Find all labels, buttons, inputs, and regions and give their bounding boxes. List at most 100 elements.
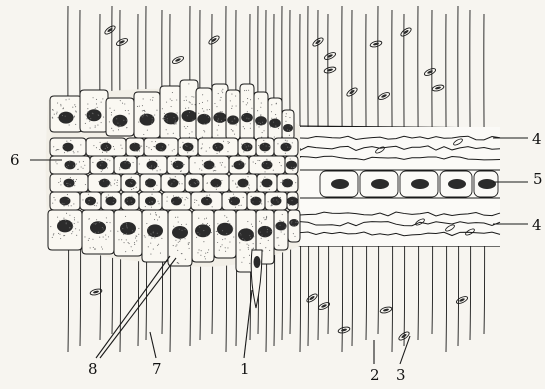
stipple-dot — [206, 224, 207, 225]
stipple-dot — [93, 247, 94, 248]
middle-layer-cell — [126, 138, 144, 156]
stipple-dot — [203, 111, 204, 112]
stipple-dot — [252, 226, 253, 227]
label-1: 1 — [240, 362, 250, 377]
stipple-dot — [60, 184, 61, 185]
stipple-dot — [195, 104, 196, 105]
stipple-dot — [210, 182, 211, 183]
stipple-dot — [246, 104, 247, 105]
stipple-dot — [203, 130, 204, 131]
stipple-dot — [97, 125, 98, 126]
stipple-dot — [249, 188, 250, 189]
stipple-dot — [240, 160, 241, 161]
stipple-dot — [247, 98, 248, 99]
stipple-dot — [248, 187, 249, 188]
stipple-dot — [284, 186, 285, 187]
stipple-dot — [267, 229, 268, 230]
stipple-dot — [278, 237, 279, 238]
stipple-dot — [73, 203, 74, 204]
stipple-dot — [112, 196, 113, 197]
stipple-dot — [240, 233, 241, 234]
stipple-dot — [223, 141, 224, 142]
stipple-dot — [217, 135, 218, 136]
basal-cell — [274, 210, 288, 250]
stipple-dot — [96, 223, 97, 224]
stipple-dot — [171, 183, 172, 184]
stipple-dot — [171, 161, 172, 162]
stipple-dot — [52, 203, 53, 204]
cell-nucleus — [130, 143, 141, 152]
cell-nucleus — [275, 222, 286, 231]
stipple-dot — [163, 150, 164, 151]
stipple-dot — [270, 163, 271, 164]
stipple-dot — [283, 143, 284, 144]
stipple-dot — [88, 194, 89, 195]
basal-cell — [288, 210, 300, 242]
stipple-dot — [131, 246, 132, 247]
stipple-dot — [229, 241, 230, 242]
stipple-dot — [157, 219, 158, 220]
stipple-dot — [126, 161, 127, 162]
stipple-dot — [154, 237, 155, 238]
stipple-dot — [249, 235, 250, 236]
basal-cell — [142, 210, 168, 262]
stipple-dot — [243, 126, 244, 127]
stipple-dot — [87, 111, 88, 112]
stipple-dot — [107, 167, 108, 168]
stipple-dot — [218, 125, 219, 126]
stipple-dot — [158, 166, 159, 167]
stipple-dot — [118, 129, 119, 130]
stipple-dot — [151, 207, 152, 208]
stipple-dot — [220, 122, 221, 123]
stipple-dot — [85, 184, 86, 185]
stipple-dot — [146, 223, 147, 224]
stipple-dot — [155, 212, 156, 213]
stipple-dot — [263, 217, 264, 218]
stipple-dot — [143, 110, 144, 111]
apical-cell — [254, 92, 268, 140]
stipple-dot — [77, 222, 78, 223]
stipple-dot — [156, 185, 157, 186]
stipple-dot — [265, 247, 266, 248]
stipple-dot — [138, 234, 139, 235]
stipple-dot — [75, 106, 76, 107]
stipple-dot — [204, 218, 205, 219]
stipple-dot — [79, 229, 80, 230]
stipple-dot — [111, 128, 112, 129]
stipple-dot — [84, 165, 85, 166]
stipple-dot — [126, 120, 127, 121]
middle-layer-cell — [274, 138, 298, 156]
stipple-dot — [102, 152, 103, 153]
stipple-dot — [245, 163, 246, 164]
stipple-dot — [166, 129, 167, 130]
stipple-dot — [226, 233, 227, 234]
stipple-dot — [266, 145, 267, 146]
stipple-dot — [279, 220, 280, 221]
stipple-dot — [241, 144, 242, 145]
stipple-dot — [123, 242, 124, 243]
stipple-dot — [177, 250, 178, 251]
stipple-dot — [159, 217, 160, 218]
cell-nucleus — [204, 161, 215, 170]
stipple-dot — [167, 197, 168, 198]
stipple-dot — [218, 93, 219, 94]
middle-layer-cell — [50, 156, 90, 174]
stipple-dot — [140, 116, 141, 117]
stipple-dot — [152, 115, 153, 116]
fiber-nucleus — [306, 292, 319, 303]
stipple-dot — [170, 98, 171, 99]
stipple-dot — [89, 238, 90, 239]
stipple-dot — [191, 104, 192, 105]
stipple-dot — [220, 246, 221, 247]
stipple-dot — [73, 161, 74, 162]
stipple-dot — [95, 232, 96, 233]
stipple-dot — [191, 178, 192, 179]
stipple-dot — [93, 223, 94, 224]
stipple-dot — [206, 199, 207, 200]
stipple-dot — [291, 167, 292, 168]
stipple-dot — [110, 184, 111, 185]
stipple-dot — [289, 117, 290, 118]
stipple-dot — [185, 128, 186, 129]
stipple-dot — [122, 103, 123, 104]
middle-layer-cell — [162, 192, 191, 210]
